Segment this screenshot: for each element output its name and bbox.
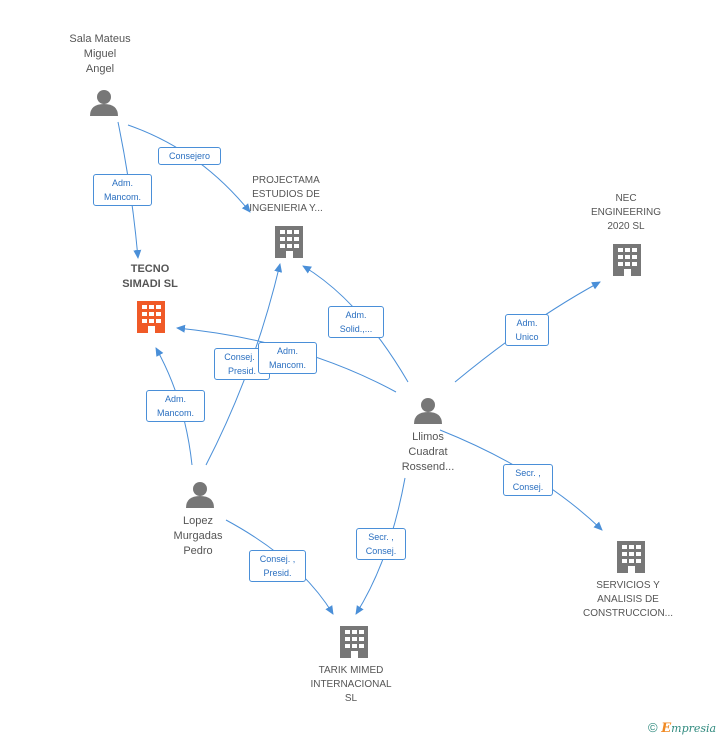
node-label-projectama[interactable]: PROJECTAMA ESTUDIOS DE INGENIERIA Y... [249, 175, 323, 214]
empresia-logo: © Empresia [648, 720, 716, 736]
edge-label-llimos-serv[interactable]: Secr. , Consej. [503, 464, 553, 496]
building-icon[interactable] [137, 301, 165, 333]
brand-rest: mpresia [671, 722, 717, 735]
node-label-lopez[interactable]: Lopez Murgadas Pedro [173, 515, 223, 557]
copyright-icon: © [648, 720, 658, 735]
edge-label-llimos-nec[interactable]: Adm. Unico [505, 314, 549, 346]
node-label-nec[interactable]: NEC ENGINEERING 2020 SL [590, 193, 661, 232]
building-icon[interactable] [617, 541, 645, 573]
edge-label-sala-tecno[interactable]: Adm. Mancom. [93, 174, 152, 206]
node-label-tarik[interactable]: TARIK MIMED INTERNACIONAL SL [310, 665, 392, 704]
edge-label-llimos-tecno[interactable]: Adm. Mancom. [258, 342, 317, 374]
person-icon[interactable] [414, 398, 442, 424]
node-label-servicios[interactable]: SERVICIOS Y ANALISIS DE CONSTRUCCION... [583, 580, 673, 619]
node-label-sala[interactable]: Sala Mateus Miguel Angel [69, 33, 131, 75]
building-icon[interactable] [340, 626, 368, 658]
brand-e: E [661, 721, 672, 736]
person-icon[interactable] [186, 482, 214, 508]
edge-label-llimos-tarik[interactable]: Secr. , Consej. [356, 528, 406, 560]
edge-label-lopez-tarik[interactable]: Consej. , Presid. [249, 550, 306, 582]
node-label-llimos[interactable]: Llimos Cuadrat Rossend... [401, 431, 455, 473]
building-icon[interactable] [275, 226, 303, 258]
edge-label-lopez-tecno[interactable]: Adm. Mancom. [146, 390, 205, 422]
edge-label-llimos-proj[interactable]: Adm. Solid.,... [328, 306, 384, 338]
node-label-tecno[interactable]: TECNO SIMADI SL [122, 263, 178, 290]
edge-label-sala-proj[interactable]: Consejero [158, 147, 221, 165]
person-icon[interactable] [90, 90, 118, 116]
building-icon[interactable] [613, 244, 641, 276]
